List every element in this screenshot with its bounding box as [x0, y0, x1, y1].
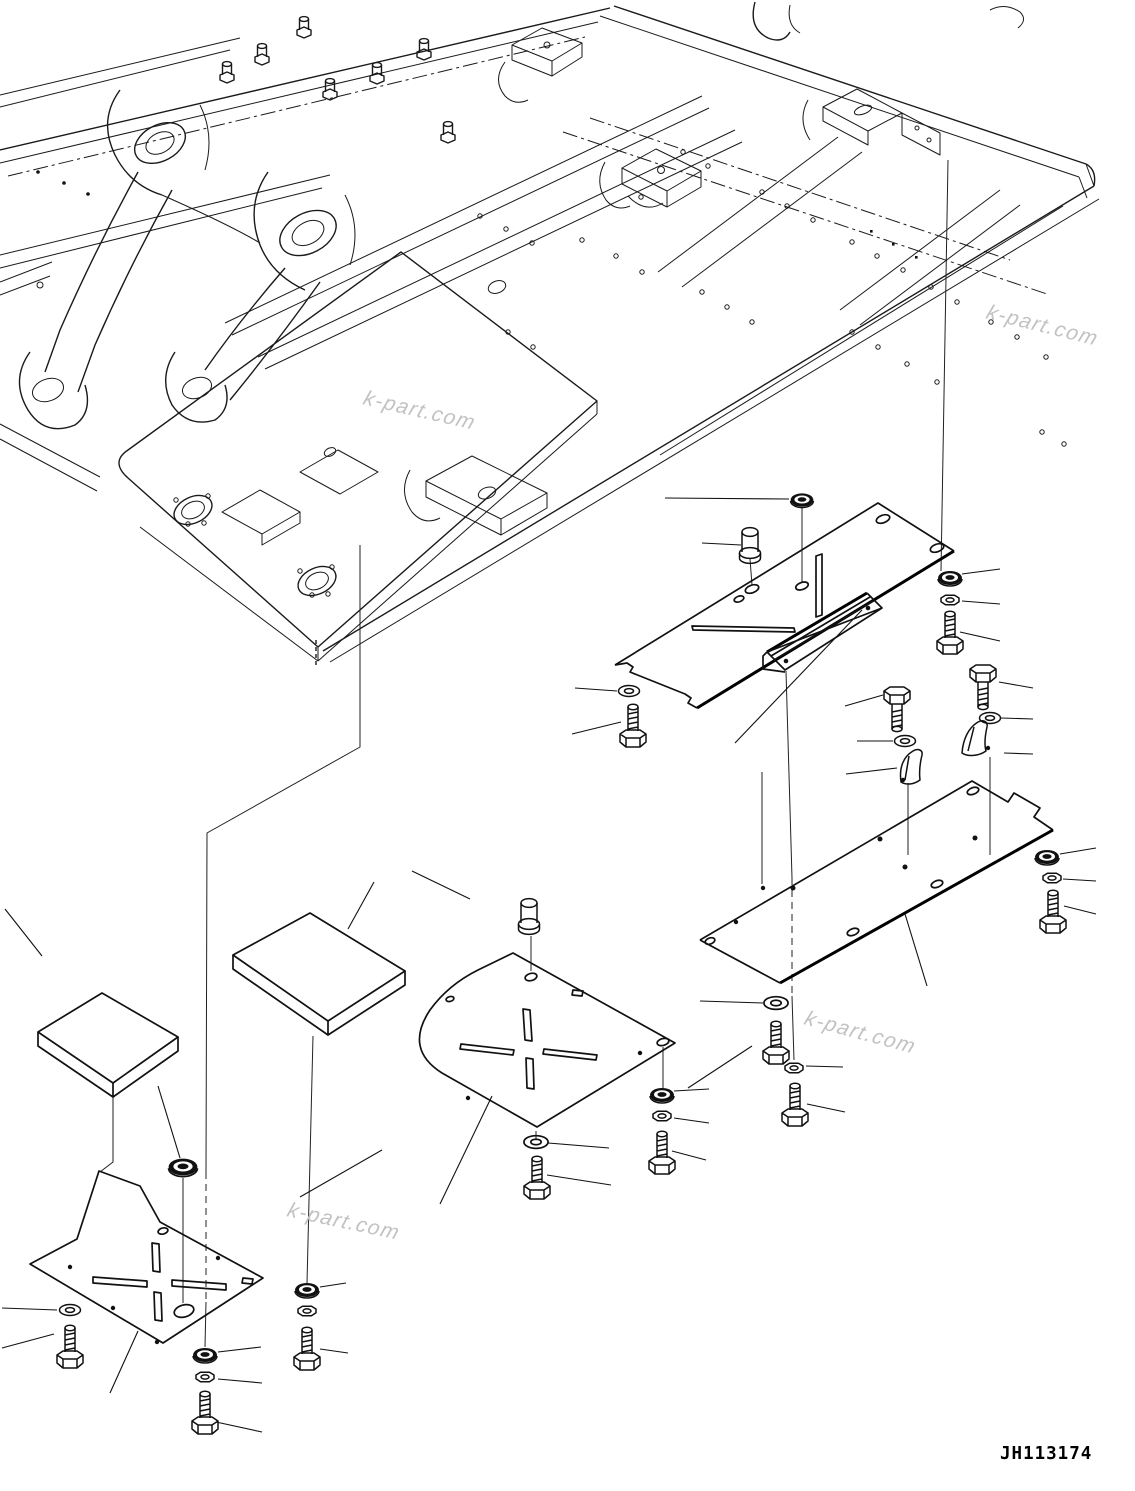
cap-nut — [1034, 849, 1060, 866]
leader-lines — [1, 497, 1097, 1433]
cover-plate — [699, 780, 1054, 985]
cap-nut — [294, 1282, 320, 1299]
revolving-frame — [0, 1, 1100, 666]
pad-right — [232, 912, 406, 1036]
boom-bracket-arms — [18, 171, 321, 430]
grommet — [167, 1157, 199, 1178]
cover-assembly-center — [418, 897, 676, 1200]
boom-bracket-boss — [106, 89, 356, 291]
cap-nut — [937, 570, 963, 587]
cap-nut — [192, 1347, 218, 1364]
cap — [789, 492, 815, 509]
cap-nut — [649, 1087, 675, 1104]
cover-plate — [418, 952, 676, 1128]
pad-left — [37, 992, 179, 1098]
reinforcement-channel — [762, 591, 883, 673]
cover-assembly-lower-left — [29, 1157, 321, 1435]
pads — [37, 912, 406, 1098]
drawing-number: JH113174 — [1000, 1444, 1092, 1464]
cover-assembly-lower-right — [699, 780, 1067, 1127]
cover-assembly-upper-right — [614, 492, 1002, 785]
cover-plate — [29, 1170, 264, 1345]
clip — [899, 748, 923, 785]
mount-bracket — [404, 27, 941, 536]
frame-holes — [36, 149, 1067, 447]
clip — [961, 720, 991, 757]
